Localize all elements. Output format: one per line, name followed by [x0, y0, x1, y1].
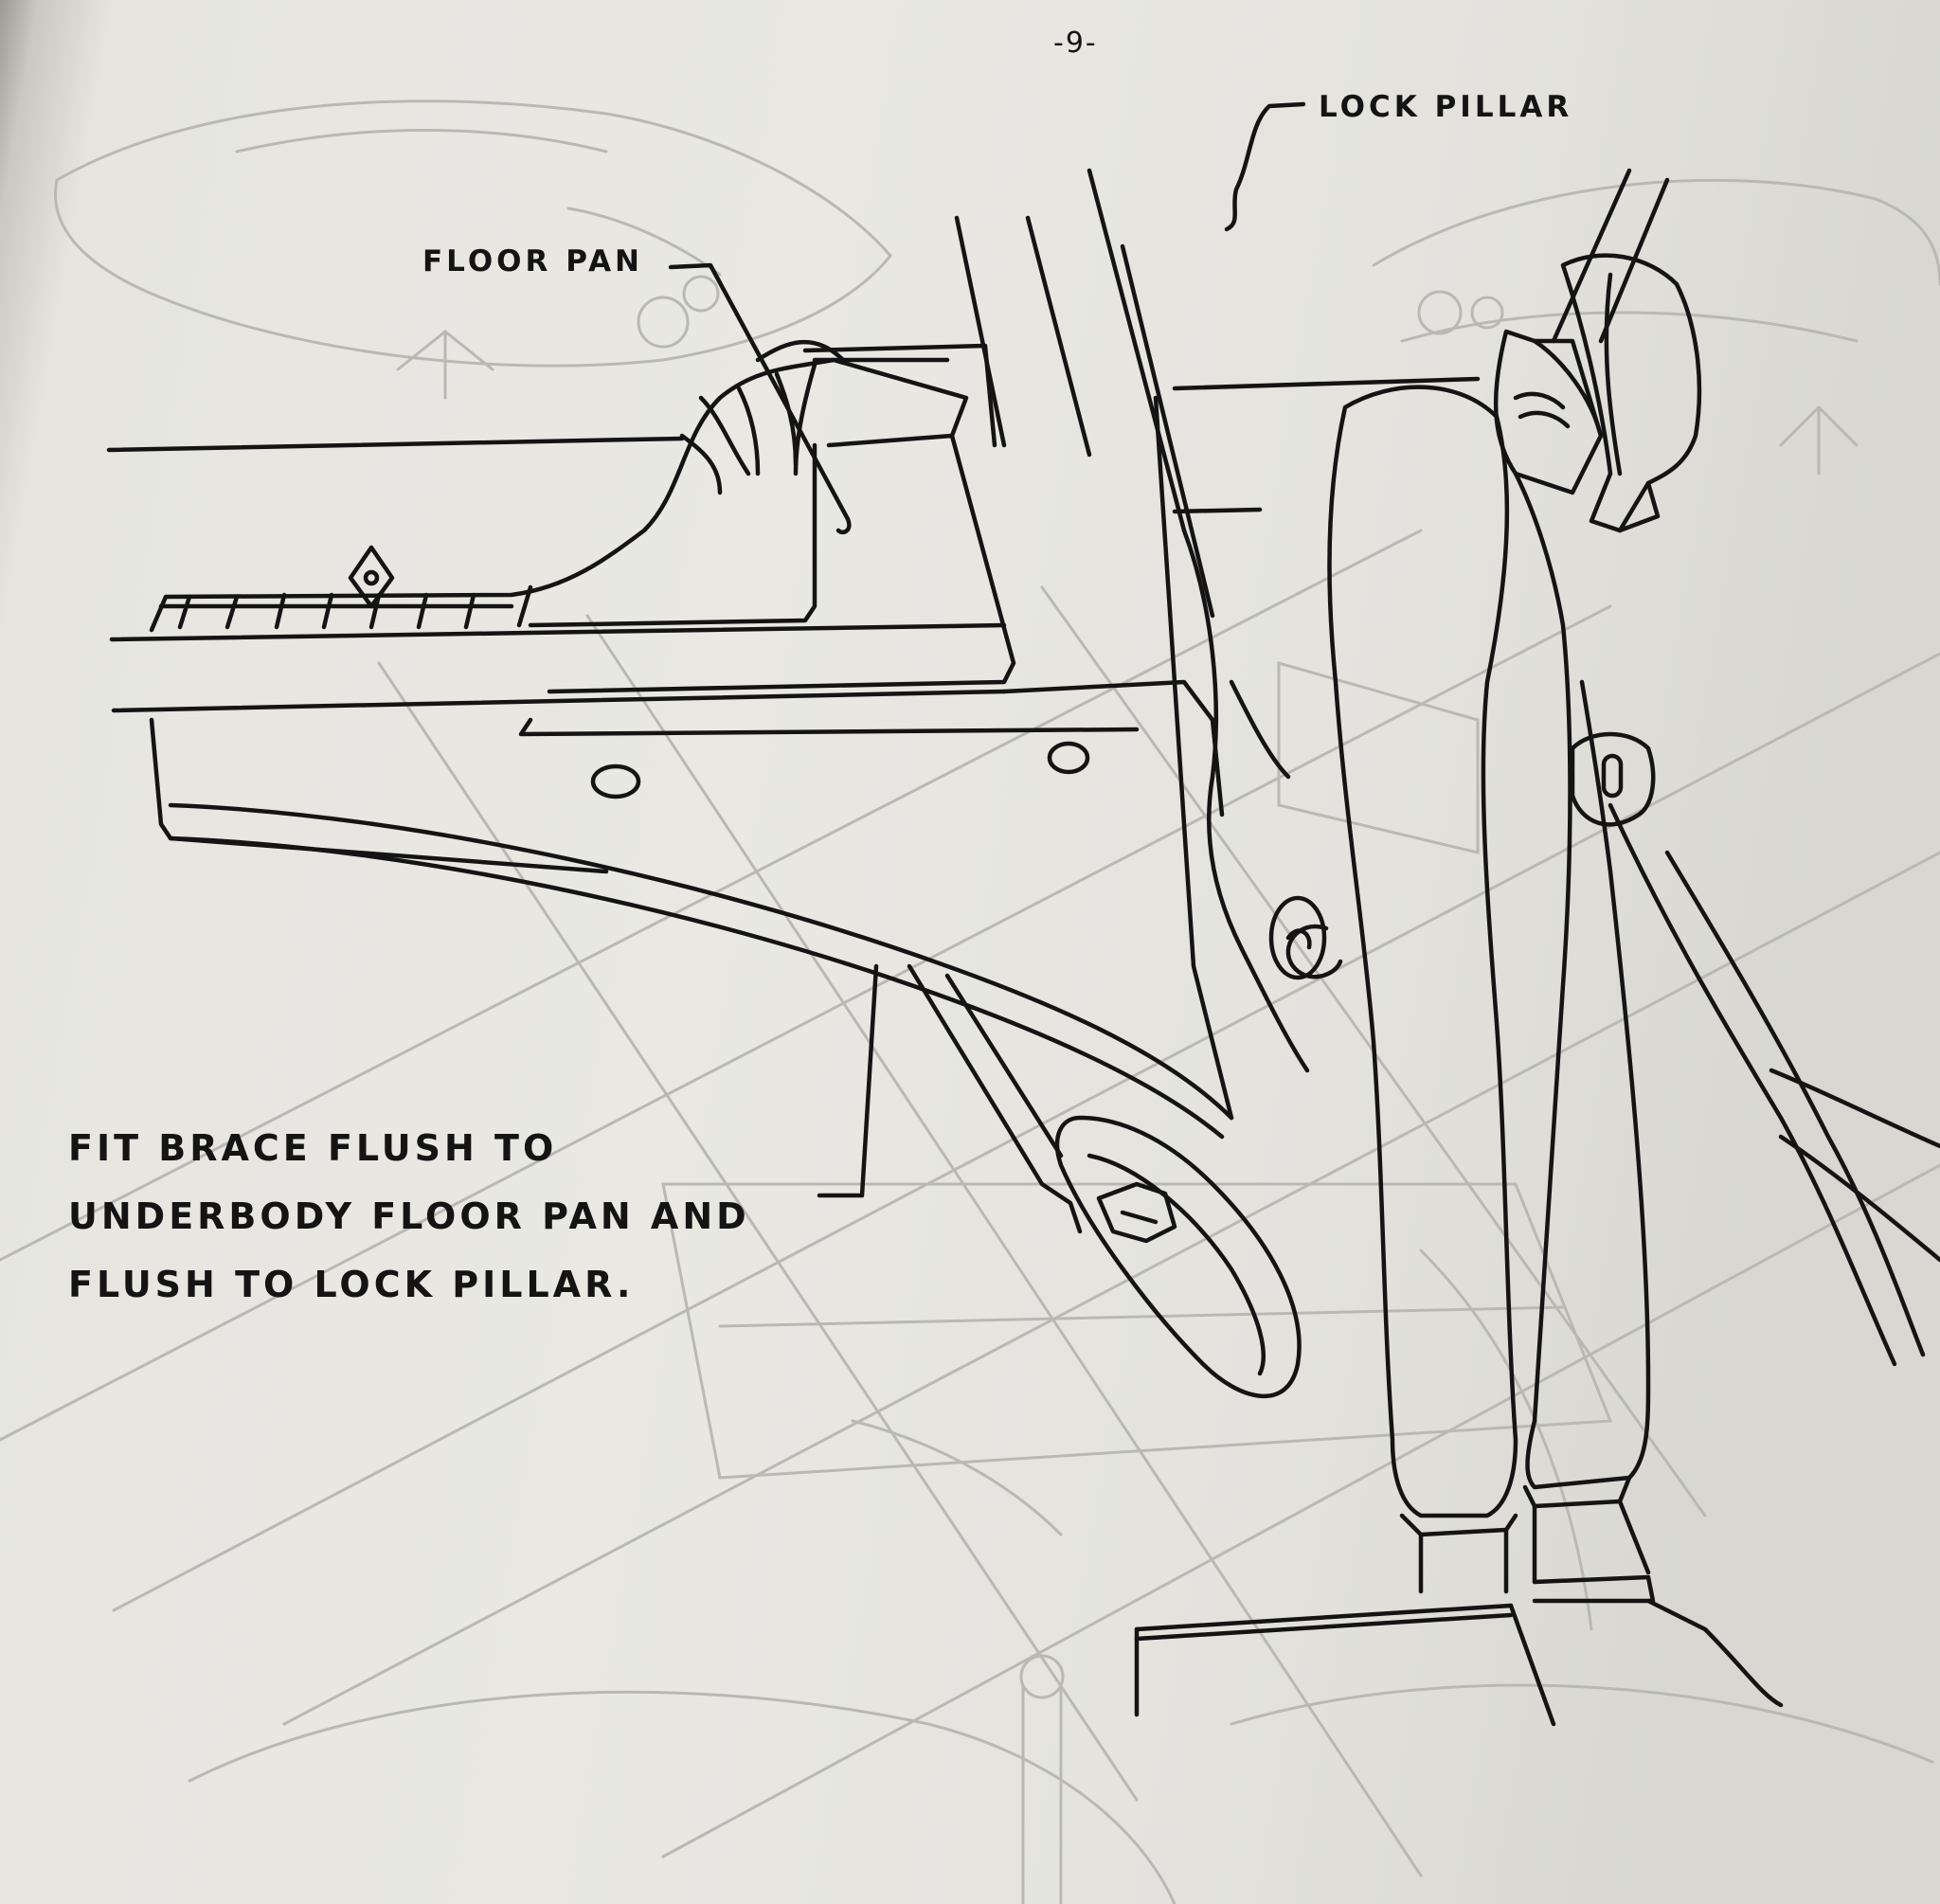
floor-pan-callout: FLOOR PAN: [422, 244, 644, 278]
lock-pillar-callout: LOCK PILLAR: [1319, 90, 1573, 124]
instruction-line: UNDERBODY FLOOR PAN AND: [68, 1195, 750, 1237]
instruction-line: FLUSH TO LOCK PILLAR.: [68, 1264, 635, 1305]
line-art: [106, 101, 1940, 1727]
instruction-line: FIT BRACE FLUSH TO: [68, 1127, 558, 1169]
instruction-note: FIT BRACE FLUSH TO UNDERBODY FLOOR PAN A…: [68, 1114, 750, 1319]
floor-pan-leader: [668, 262, 852, 535]
page-number: -9-: [1053, 27, 1098, 60]
lock-pillar-leader: [1224, 101, 1306, 232]
instruction-leader: [817, 963, 879, 1198]
bleed-through-drawing: [0, 99, 1940, 1904]
